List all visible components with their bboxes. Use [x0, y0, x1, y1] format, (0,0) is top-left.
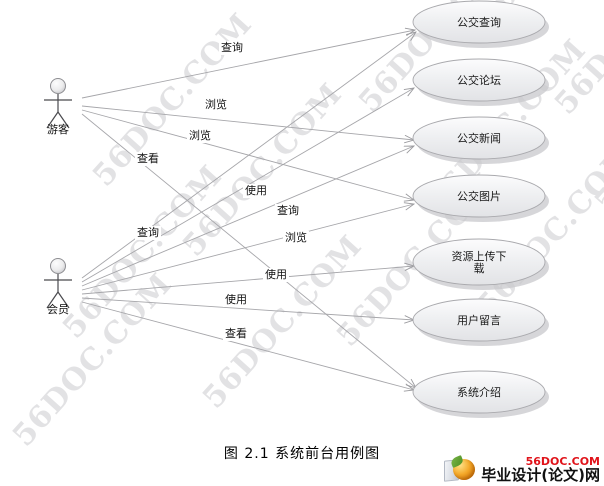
label-backdrop	[223, 293, 249, 307]
usecase-node[interactable]: 公交查询	[412, 0, 549, 48]
label-backdrop	[275, 204, 301, 218]
actor-leg-right-icon	[57, 111, 70, 129]
association-label: 查看	[225, 326, 247, 340]
association-line	[81, 146, 414, 287]
actor-leg-left-icon	[46, 111, 59, 129]
label-backdrop	[135, 226, 161, 240]
label-backdrop	[187, 129, 213, 143]
actor-member[interactable]: 会员	[44, 258, 72, 317]
usecase-label: 资源上传下	[452, 249, 507, 263]
label-backdrop	[263, 268, 289, 282]
usecase-label: 用户留言	[457, 313, 501, 327]
logo-site-name: 毕业设计(论文)网	[481, 465, 600, 484]
graduation-thesis-logo-icon	[444, 455, 478, 483]
usecase-ellipse[interactable]	[412, 58, 546, 102]
usecase-node[interactable]: 公交图片	[412, 174, 549, 222]
association-label: 使用	[265, 268, 287, 281]
actor-label: 游客	[47, 122, 69, 136]
association-line	[81, 297, 414, 320]
actor-head-icon	[50, 78, 66, 94]
usecase-label: 公交新闻	[457, 131, 501, 145]
logo-text: 56DOC.COM 毕业设计(论文)网	[481, 456, 600, 483]
association-label: 使用	[225, 293, 247, 306]
usecase-label: 公交图片	[457, 189, 501, 203]
usecase-ellipse[interactable]	[412, 0, 546, 44]
label-backdrop	[135, 152, 161, 166]
label-backdrop	[243, 184, 269, 198]
association-label: 查看	[137, 151, 159, 165]
usecase-ellipse[interactable]	[412, 116, 546, 160]
association-label: 查询	[137, 225, 159, 239]
usecase-label: 载	[474, 262, 485, 275]
association-label: 浏览	[205, 97, 227, 111]
association-label: 浏览	[285, 230, 307, 244]
usecase-ellipse[interactable]	[412, 370, 546, 414]
association-label: 查询	[221, 40, 243, 54]
actor-guest[interactable]: 游客	[44, 78, 72, 137]
usecase-ellipse[interactable]	[412, 298, 546, 342]
usecase-node[interactable]: 系统介绍	[412, 370, 549, 418]
usecase-node[interactable]: 用户留言	[412, 298, 549, 346]
label-backdrop	[203, 98, 229, 112]
usecase-node[interactable]: 公交论坛	[412, 58, 549, 106]
association-line	[81, 109, 414, 200]
association-line	[81, 105, 414, 140]
label-backdrop	[283, 231, 309, 245]
usecase-node[interactable]: 公交新闻	[412, 116, 549, 164]
usecase-label: 公交查询	[457, 15, 501, 29]
association-line	[81, 204, 414, 291]
association-label: 使用	[245, 184, 267, 197]
label-backdrop	[219, 41, 245, 55]
logo-domain: 56DOC.COM	[525, 454, 600, 468]
association-line	[81, 30, 415, 99]
site-logo: 56DOC.COM 毕业设计(论文)网	[444, 454, 600, 484]
association-line	[81, 301, 414, 390]
figure-caption: 图 2.1 系统前台用例图	[223, 446, 381, 462]
actor-head-icon	[50, 258, 66, 274]
association-label: 浏览	[189, 128, 211, 142]
association-label: 查询	[277, 203, 299, 217]
actor-label: 会员	[47, 303, 69, 316]
actor-leg-right-icon	[57, 291, 70, 309]
usecase-label: 系统介绍	[457, 385, 501, 399]
usecase-ellipse[interactable]	[412, 174, 546, 218]
actor-leg-left-icon	[46, 291, 59, 309]
association-line	[81, 266, 414, 295]
usecase-ellipse[interactable]	[412, 238, 546, 286]
usecase-label: 公交论坛	[457, 73, 501, 87]
label-backdrop	[223, 327, 249, 341]
